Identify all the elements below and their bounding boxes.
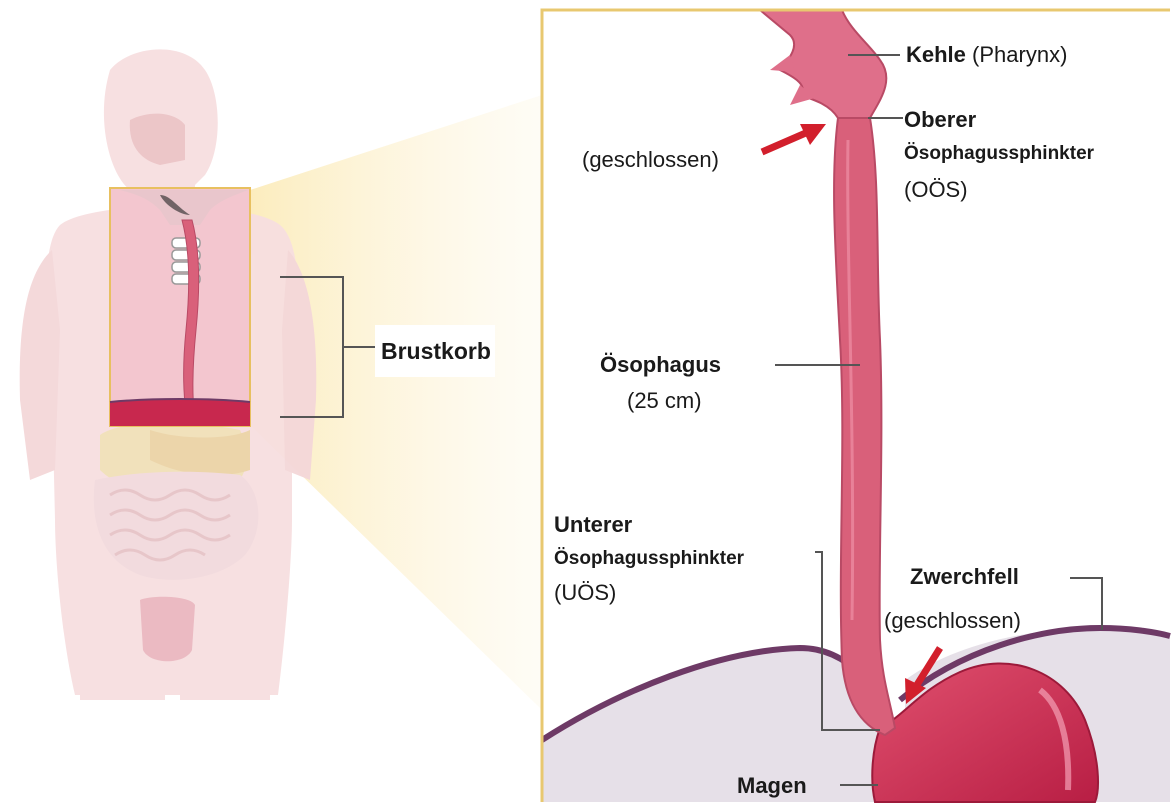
- zwerchfell-label: Zwerchfell: [910, 564, 1019, 590]
- unterer-label: Unterer: [554, 512, 632, 538]
- kehle-text: Kehle: [906, 42, 966, 67]
- oberer-sphinkter-label: Ösophagussphinkter: [904, 141, 1094, 167]
- oesophagus-length-label: (25 cm): [627, 388, 702, 414]
- diaphragm-small: [110, 399, 250, 426]
- geschlossen-lower-label: (geschlossen): [884, 608, 1021, 634]
- pharynx-label: Kehle (Pharynx): [906, 42, 1067, 68]
- oos-label: (OÖS): [904, 177, 968, 203]
- unterer-sphinkter-label: Ösophagussphinkter: [554, 546, 744, 572]
- brustkorb-label: Brustkorb: [381, 338, 491, 364]
- oberer-label: Oberer: [904, 107, 976, 133]
- thorax-inset: [110, 188, 250, 426]
- geschlossen-upper-label: (geschlossen): [582, 147, 719, 173]
- magen-label: Magen: [737, 773, 807, 799]
- uos-label: (UÖS): [554, 580, 616, 606]
- pharynx-text: (Pharynx): [972, 42, 1067, 67]
- oesophagus-label: Ösophagus: [600, 352, 721, 378]
